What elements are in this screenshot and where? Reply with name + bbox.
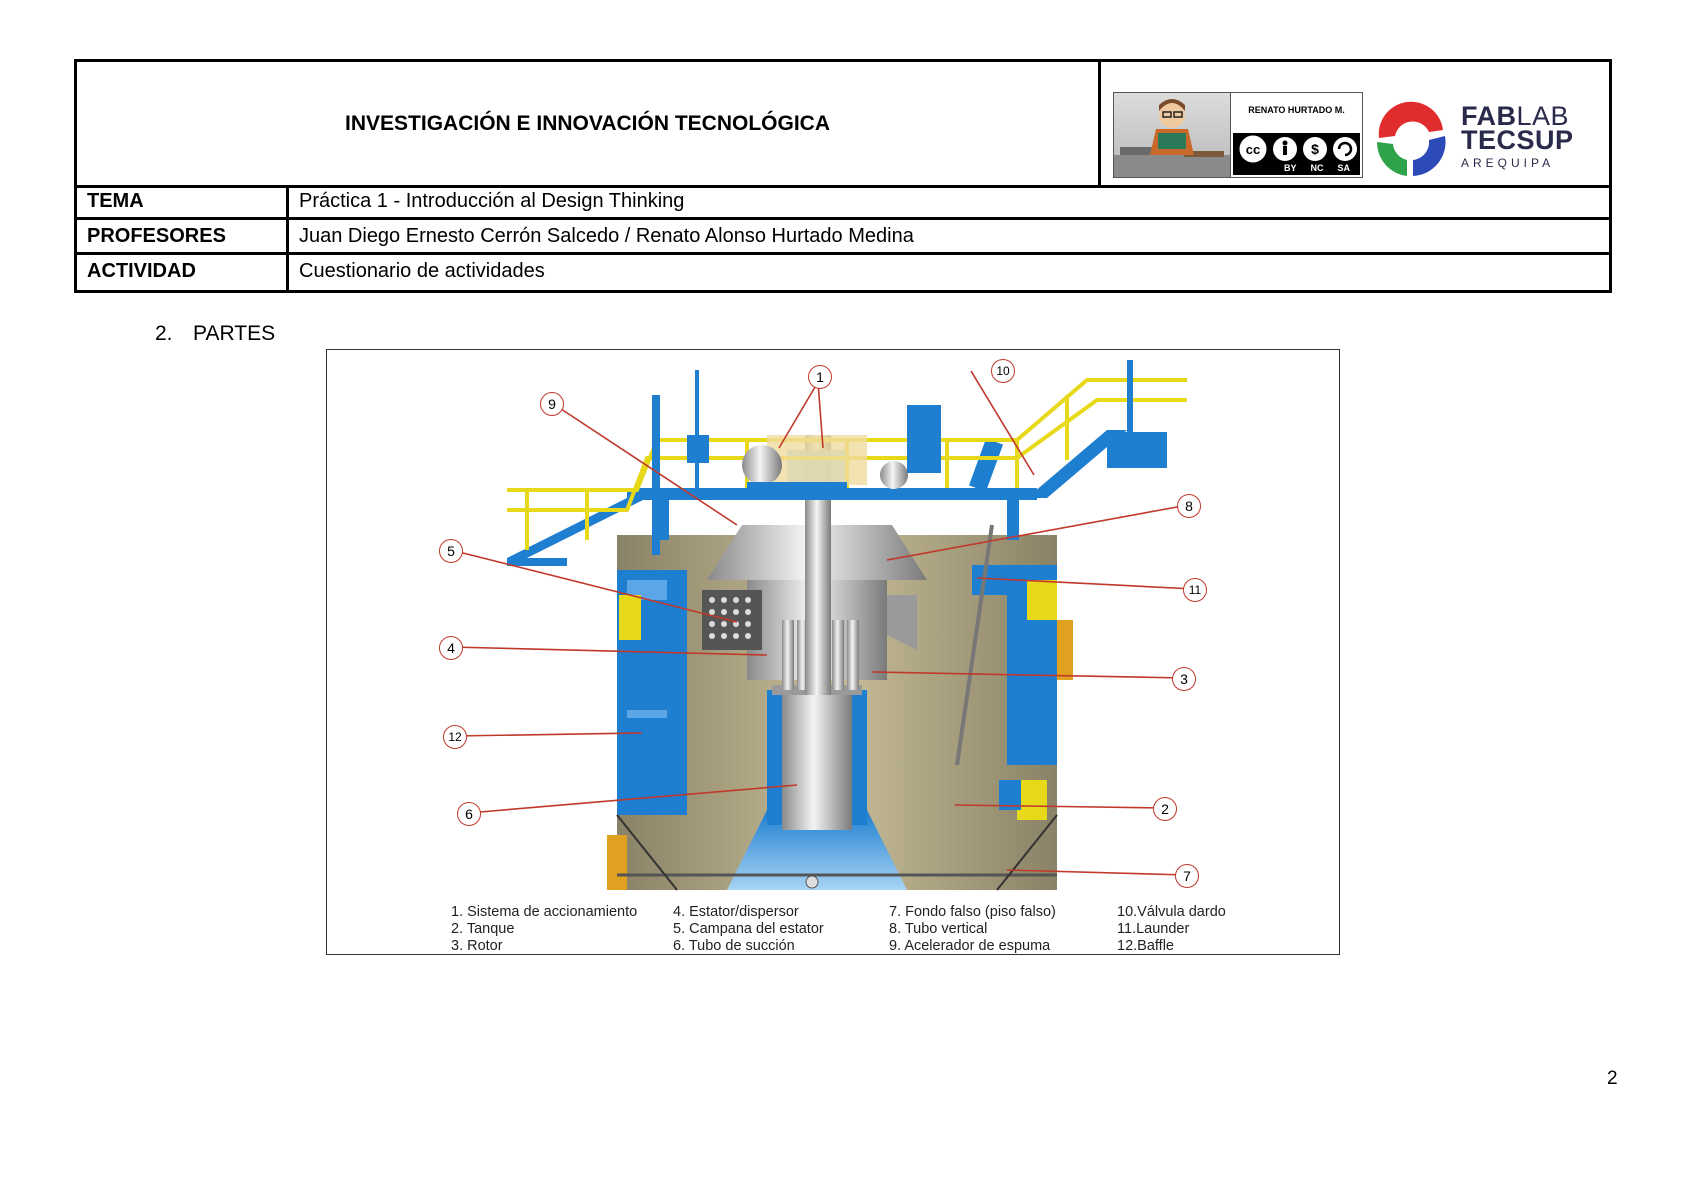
flotation-cell-diagram: 1 2 3 4 5 6 7 8 9 10 11 12 1. Sistema de… <box>326 349 1340 955</box>
callout-9: 9 <box>540 392 564 416</box>
cc-author-name: RENATO HURTADO M. <box>1248 105 1345 115</box>
row-label: ACTIVIDAD <box>77 255 289 290</box>
svg-text:$: $ <box>1311 141 1319 157</box>
header-top-row: INVESTIGACIÓN E INNOVACIÓN TECNOLÓGICA <box>77 62 1609 188</box>
document-title: INVESTIGACIÓN E INNOVACIÓN TECNOLÓGICA <box>77 62 1101 185</box>
legend-item: 12.Baffle <box>1117 938 1174 954</box>
creative-commons-icon: cc $ BY NC SA <box>1233 133 1360 175</box>
fablab-logo-icon <box>1376 101 1446 176</box>
callout-12: 12 <box>443 725 467 749</box>
callout-10: 10 <box>991 359 1015 383</box>
legend-item: 8. Tubo vertical <box>889 921 988 937</box>
legend-item: 7. Fondo falso (piso falso) <box>889 904 1056 920</box>
legend-column-4: 10.Válvula dardo 11.Launder 12.Baffle <box>1117 904 1226 955</box>
header-row-profesores: PROFESORES Juan Diego Ernesto Cerrón Sal… <box>77 220 1609 255</box>
page-number: 2 <box>1607 1068 1618 1089</box>
license-nc: NC <box>1310 163 1324 173</box>
callout-8: 8 <box>1177 494 1201 518</box>
legend-item: 10.Válvula dardo <box>1117 904 1226 920</box>
document-header-table: INVESTIGACIÓN E INNOVACIÓN TECNOLÓGICA <box>74 59 1612 293</box>
legend-item: 2. Tanque <box>451 921 515 937</box>
legend-column-3: 7. Fondo falso (piso falso) 8. Tubo vert… <box>889 904 1056 955</box>
legend-item: 5. Campana del estator <box>673 921 824 937</box>
section-title: PARTES <box>193 322 276 345</box>
row-label: TEMA <box>77 185 289 217</box>
row-label: PROFESORES <box>77 220 289 252</box>
flotation-cell-illustration <box>450 360 1195 891</box>
row-value: Juan Diego Ernesto Cerrón Salcedo / Rena… <box>299 225 914 247</box>
legend-item: 1. Sistema de accionamiento <box>451 904 638 920</box>
author-illustration <box>1114 93 1230 177</box>
callout-2: 2 <box>1153 797 1177 821</box>
legend-item: 6. Tubo de succión <box>673 938 795 954</box>
callout-11: 11 <box>1183 578 1207 602</box>
svg-text:cc: cc <box>1246 142 1260 157</box>
cc-license-labels: BY NC SA <box>1233 163 1360 175</box>
callout-6: 6 <box>457 802 481 826</box>
legend-item: 11.Launder <box>1117 921 1190 937</box>
section-number: 2. <box>155 322 173 345</box>
section-heading: 2. PARTES <box>155 322 275 346</box>
row-value: Práctica 1 - Introducción al Design Thin… <box>299 190 685 212</box>
callout-7: 7 <box>1175 864 1199 888</box>
legend-column-2: 4. Estator/dispersor 5. Campana del esta… <box>673 904 824 955</box>
fablab-logo: FABLAB TECSUP AREQUIPA <box>1371 98 1574 178</box>
fablab-tecsup: TECSUP <box>1461 125 1574 155</box>
legend-item: 3. Rotor <box>451 938 503 954</box>
row-value: Cuestionario de actividades <box>299 260 545 282</box>
header-logos: RENATO HURTADO M. cc $ BY NC SA <box>1101 62 1609 185</box>
fablab-lab: LAB <box>1516 101 1570 131</box>
figure-legend: 1. Sistema de accionamiento 2. Tanque 3.… <box>451 904 1331 954</box>
legend-item: 4. Estator/dispersor <box>673 904 799 920</box>
license-by: BY <box>1283 163 1297 173</box>
header-row-actividad: ACTIVIDAD Cuestionario de actividades <box>77 255 1609 290</box>
legend-column-1: 1. Sistema de accionamiento 2. Tanque 3.… <box>451 904 637 955</box>
callout-3: 3 <box>1172 667 1196 691</box>
callout-1: 1 <box>808 365 832 389</box>
callout-5: 5 <box>439 539 463 563</box>
license-sa: SA <box>1337 163 1350 173</box>
fablab-city: AREQUIPA <box>1461 156 1555 170</box>
callout-4: 4 <box>439 636 463 660</box>
cc-license-panel: RENATO HURTADO M. cc $ BY NC SA <box>1230 93 1362 177</box>
fablab-fab: FAB <box>1461 101 1517 131</box>
creative-commons-badge: RENATO HURTADO M. cc $ BY NC SA <box>1113 92 1363 178</box>
legend-item: 9. Acelerador de espuma <box>889 938 1051 954</box>
header-row-tema: TEMA Práctica 1 - Introducción al Design… <box>77 185 1609 220</box>
